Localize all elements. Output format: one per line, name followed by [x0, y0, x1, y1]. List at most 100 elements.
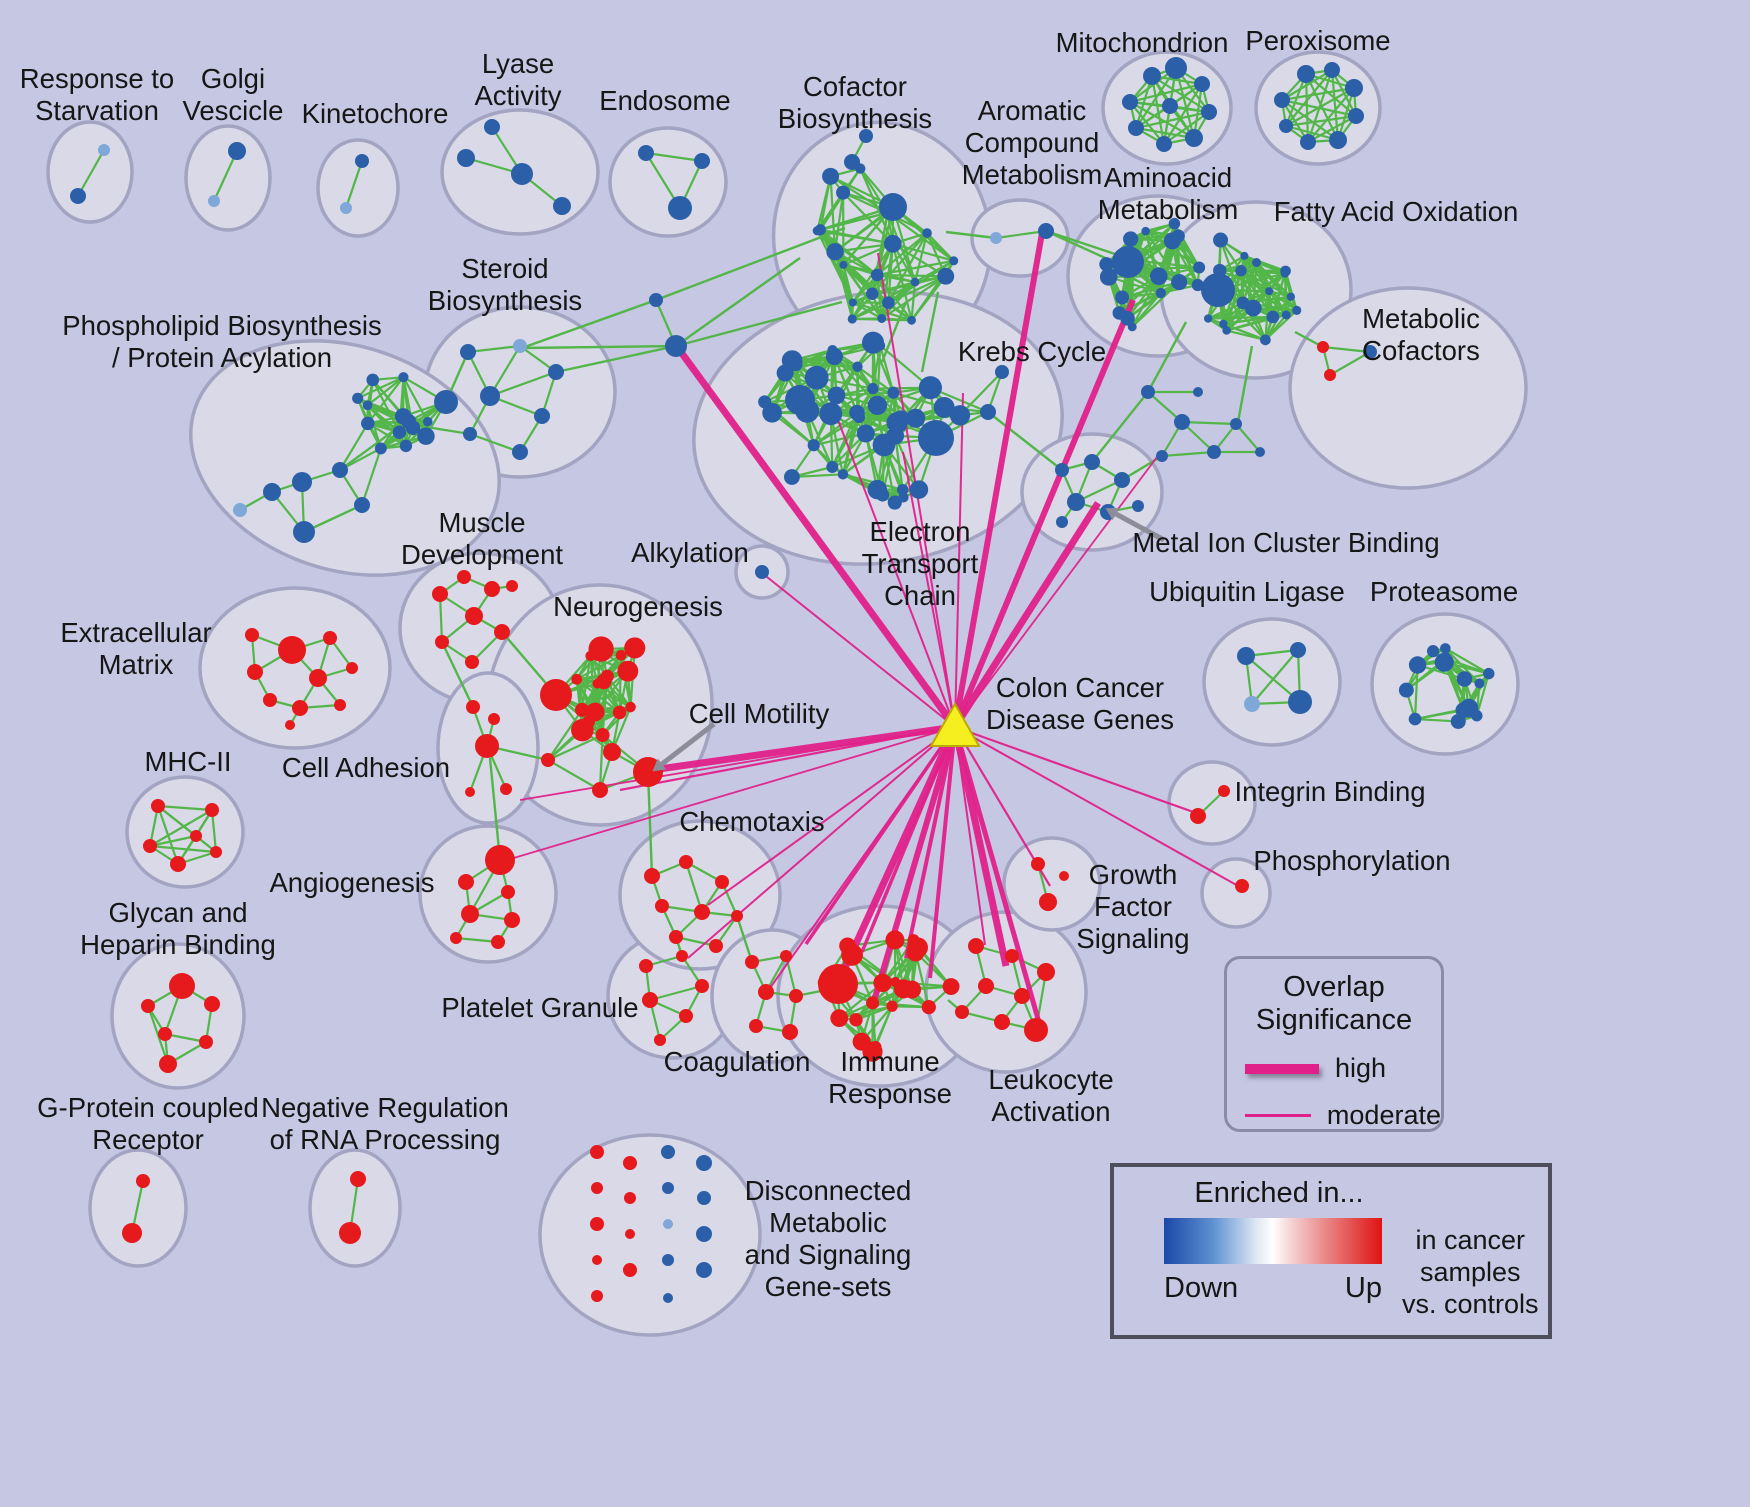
- label-growth-factor-signaling: Factor: [1094, 891, 1172, 922]
- gene-set-node: [1038, 223, 1054, 239]
- gene-set-node: [1426, 645, 1440, 658]
- gene-set-node: [1101, 260, 1112, 271]
- label-steroid-biosynthesis: Steroid: [461, 253, 548, 284]
- gene-set-node: [696, 1155, 712, 1171]
- gene-set-node: [968, 938, 984, 954]
- gene-set-node: [366, 373, 380, 387]
- gene-set-node: [937, 267, 955, 285]
- gene-set-node: [1193, 261, 1206, 274]
- gene-set-node: [852, 361, 863, 372]
- gene-set-node: [866, 287, 879, 300]
- moderate-significance-swatch: [1245, 1114, 1311, 1117]
- gene-set-node: [882, 296, 895, 310]
- gene-set-node: [1155, 287, 1166, 299]
- gene-set-node: [541, 753, 555, 767]
- gene-set-edge: [1304, 73, 1310, 143]
- gene-set-node: [1174, 414, 1190, 430]
- gene-set-node: [263, 693, 277, 707]
- cluster-angiogenesis: [418, 824, 558, 964]
- gene-set-node: [1112, 246, 1144, 278]
- gene-set-node: [1288, 690, 1312, 714]
- gene-set-node: [1252, 258, 1262, 267]
- gene-set-node: [615, 649, 627, 661]
- label-fatty-acid-oxidation: Fatty Acid Oxidation: [1274, 196, 1519, 227]
- gene-set-node: [1201, 104, 1217, 120]
- gene-set-node: [434, 390, 458, 414]
- gene-set-node: [1255, 447, 1265, 457]
- overlap-significance-edge: [499, 726, 956, 863]
- gene-set-node: [844, 154, 860, 170]
- cluster-golgi-vescicle: [184, 124, 272, 232]
- gene-set-edge: [886, 211, 955, 262]
- label-coagulation: Coagulation: [664, 1046, 811, 1077]
- gene-set-edge: [995, 229, 1047, 240]
- gene-set-edge: [891, 243, 913, 321]
- gene-set-edge: [1281, 99, 1339, 141]
- gene-set-edge: [467, 344, 521, 354]
- gene-set-node: [1059, 871, 1069, 881]
- label-neurogenesis: Neurogenesis: [553, 591, 723, 622]
- gene-set-node: [1483, 667, 1495, 680]
- gene-set-node: [918, 376, 942, 400]
- gene-set-node: [867, 383, 879, 395]
- gene-set-node: [709, 939, 723, 953]
- gene-set-node: [571, 718, 594, 742]
- gene-set-node: [749, 1019, 763, 1033]
- gene-set-edge: [791, 473, 843, 479]
- label-alkylation: Alkylation: [631, 537, 749, 568]
- overlap-significance-edge: [952, 501, 1101, 729]
- label-ubiquitin-ligase: Ubiquitin Ligase: [1149, 576, 1345, 607]
- gene-set-node: [848, 298, 857, 307]
- label-colon-cancer-hub: Colon Cancer: [996, 672, 1164, 703]
- inter-cluster-edge: [735, 915, 754, 963]
- gene-set-node: [1439, 652, 1452, 665]
- gene-set-node: [355, 154, 369, 168]
- gene-set-edge: [829, 176, 837, 252]
- gene-set-node: [484, 119, 500, 135]
- label-disconnected-gene-sets: Gene-sets: [765, 1271, 892, 1302]
- gene-set-edge: [339, 422, 369, 471]
- gene-set-node: [1260, 334, 1271, 346]
- label-extracellular-matrix: Matrix: [99, 649, 174, 680]
- gene-set-node: [875, 340, 886, 351]
- gene-set-node: [1190, 808, 1206, 824]
- gene-set-node: [1123, 231, 1139, 247]
- gene-set-node: [534, 408, 550, 424]
- label-disconnected-gene-sets: Metabolic: [769, 1207, 887, 1238]
- gene-set-node: [233, 503, 247, 517]
- gene-set-node: [504, 912, 520, 928]
- gene-set-node: [1056, 516, 1068, 528]
- gene-set-node: [679, 1009, 693, 1023]
- gene-set-edge: [1264, 314, 1288, 341]
- gene-set-edge: [1475, 673, 1490, 716]
- overlap-significance-edge: [837, 419, 956, 728]
- label-g-protein-coupled-receptor: G-Protein coupled: [37, 1092, 259, 1123]
- gene-set-node: [278, 636, 306, 664]
- gene-set-edge: [344, 160, 364, 209]
- gene-set-node: [758, 984, 774, 1000]
- gene-set-node: [668, 196, 692, 220]
- gene-set-node: [1014, 988, 1030, 1004]
- inter-cluster-edge: [675, 300, 843, 348]
- overlap-significance-edge: [761, 572, 956, 728]
- gene-set-node: [949, 405, 971, 426]
- gene-set-edge: [149, 834, 197, 848]
- label-aromatic-compound-metabolism: Metabolism: [962, 159, 1103, 190]
- gene-set-edge: [1118, 275, 1160, 314]
- gene-set-node: [933, 396, 955, 418]
- gene-set-node: [159, 1055, 177, 1073]
- gene-set-node: [827, 386, 846, 405]
- gene-set-node: [663, 1219, 673, 1229]
- gene-set-node: [585, 702, 605, 722]
- gene-set-node: [910, 277, 920, 287]
- gene-set-edge: [1285, 114, 1357, 128]
- gene-set-node: [457, 570, 471, 584]
- label-growth-factor-signaling: Growth: [1089, 859, 1178, 890]
- gene-set-node: [887, 386, 900, 399]
- gene-set-node: [995, 365, 1009, 379]
- gene-set-node: [694, 153, 710, 169]
- gene-set-edge: [684, 861, 704, 913]
- gene-set-node: [826, 243, 844, 261]
- gene-set-edge: [213, 150, 238, 202]
- enrichment-gradient-ends: Down Up: [1164, 1272, 1382, 1305]
